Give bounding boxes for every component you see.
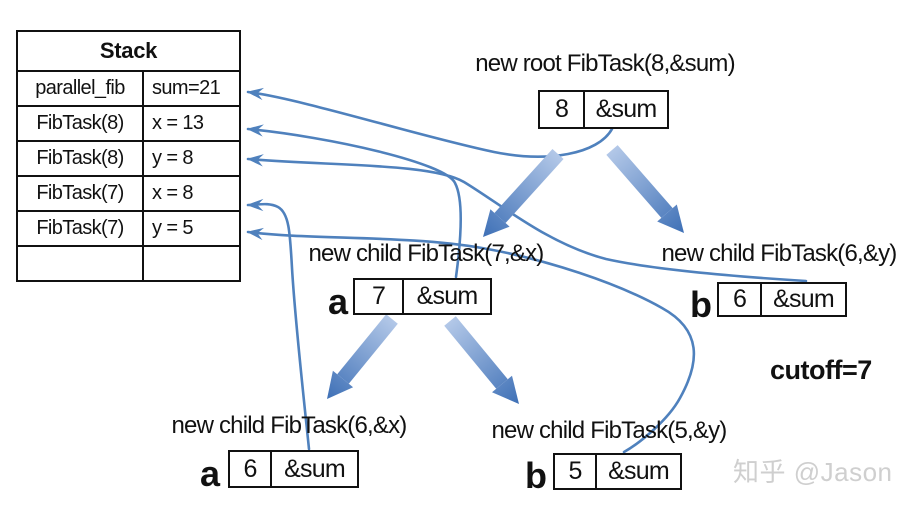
frame-cell: FibTask(8) xyxy=(18,107,144,140)
child-b1-task-box: 6 &sum xyxy=(717,282,847,317)
arg-cell: 8 xyxy=(540,92,585,127)
spawn-arrow-a1-to-child-a2 xyxy=(327,314,398,399)
spawn-arrow-root-to-child-a1 xyxy=(483,148,564,237)
pointer-curve-b2-to-y5 xyxy=(246,227,696,454)
watermark: 知乎 @Jason xyxy=(733,457,893,487)
root-task-label: new root FibTask(8,&sum) xyxy=(475,50,735,77)
pointer-curve-root-to-sum21 xyxy=(246,87,614,158)
ref-cell: &sum xyxy=(595,95,658,123)
child-b1-tag: b xyxy=(690,284,712,325)
value-cell: x = 8 xyxy=(152,182,194,204)
stack-row-parallel-fib: parallel_fib sum=21 xyxy=(18,72,239,105)
value-cell: sum=21 xyxy=(152,77,221,99)
arg-cell: 7 xyxy=(355,280,404,313)
value-cell xyxy=(144,247,239,280)
root-task-box: 8 &sum xyxy=(538,90,669,129)
arg-cell: 6 xyxy=(719,284,762,315)
spawn-arrow-root-to-child-b1 xyxy=(606,145,684,233)
stack-row-fibtask8-x: FibTask(8) x = 13 xyxy=(18,105,239,140)
pointer-curve-a2-to-x8 xyxy=(246,198,311,451)
stack-row-empty xyxy=(18,245,239,280)
frame-cell: FibTask(7) xyxy=(18,212,144,245)
value-cell: y = 8 xyxy=(152,147,194,169)
child-b1-task-label: new child FibTask(6,&y) xyxy=(661,240,897,267)
child-b2-tag: b xyxy=(525,455,547,496)
child-b2-task-label: new child FibTask(5,&y) xyxy=(491,417,727,444)
child-a1-task-label: new child FibTask(7,&x) xyxy=(308,240,544,267)
arg-cell: 5 xyxy=(555,455,597,488)
ref-cell: &sum xyxy=(284,454,346,483)
spawn-arrow-a1-to-child-b2 xyxy=(444,316,519,404)
ref-cell: &sum xyxy=(416,282,479,310)
child-b2-task-box: 5 &sum xyxy=(553,453,682,490)
frame-cell xyxy=(18,247,144,280)
arg-cell: 6 xyxy=(230,452,272,486)
stack-row-fibtask7-y: FibTask(7) y = 5 xyxy=(18,210,239,245)
ref-cell: &sum xyxy=(773,285,835,313)
child-a2-tag: a xyxy=(200,453,221,494)
stack-table: Stack parallel_fib sum=21 FibTask(8) x =… xyxy=(16,30,241,282)
pointer-curve-b1-to-y8 xyxy=(246,154,808,283)
cutoff-annotation: cutoff=7 xyxy=(770,355,872,385)
child-a2-task-label: new child FibTask(6,&x) xyxy=(171,412,407,439)
frame-cell: parallel_fib xyxy=(18,72,144,105)
frame-cell: FibTask(7) xyxy=(18,177,144,210)
value-cell: y = 5 xyxy=(152,217,194,239)
ref-cell: &sum xyxy=(608,457,670,485)
child-a1-tag: a xyxy=(328,281,349,322)
child-a2-task-box: 6 &sum xyxy=(228,450,359,488)
stack-table-title: Stack xyxy=(18,32,239,72)
frame-cell: FibTask(8) xyxy=(18,142,144,175)
child-a1-task-box: 7 &sum xyxy=(353,278,492,315)
stack-row-fibtask8-y: FibTask(8) y = 8 xyxy=(18,140,239,175)
stack-row-fibtask7-x: FibTask(7) x = 8 xyxy=(18,175,239,210)
value-cell: x = 13 xyxy=(152,112,204,134)
